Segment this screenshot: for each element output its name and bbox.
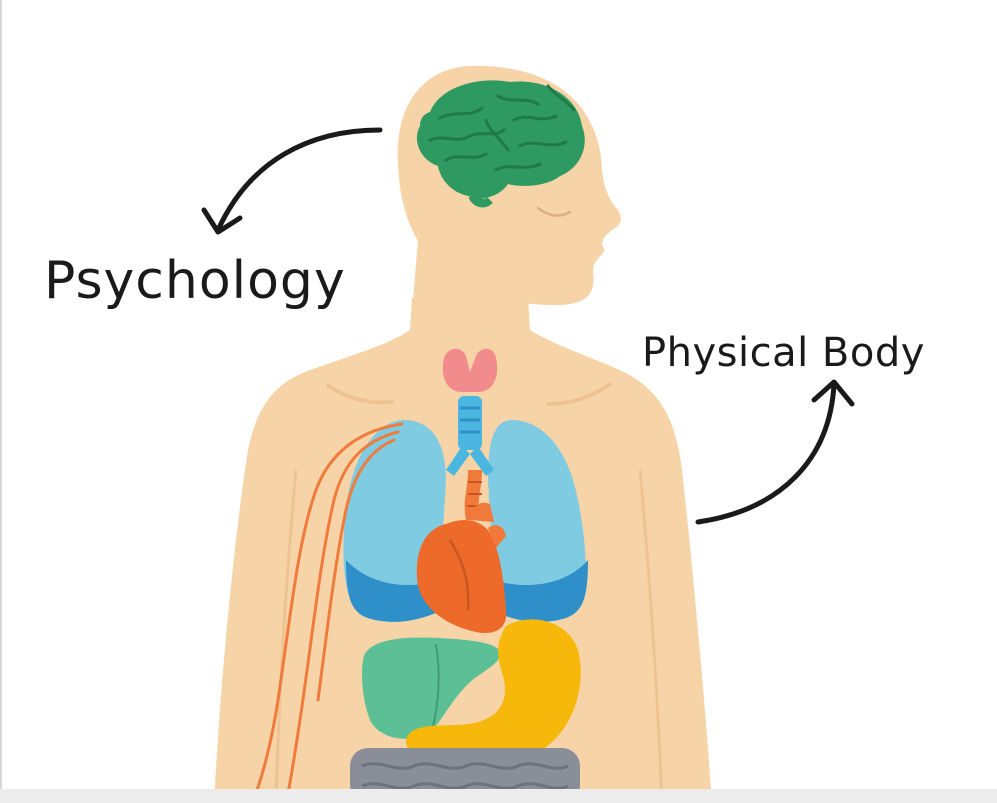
frame-bottom-edge [0, 789, 997, 803]
frame-left-edge [0, 0, 2, 803]
curved-arrow-physical-body-icon [698, 382, 852, 522]
physical-body-label: Physical Body [642, 330, 925, 376]
curved-arrow-psychology-icon [204, 130, 380, 232]
psychology-label: Psychology [44, 251, 346, 311]
